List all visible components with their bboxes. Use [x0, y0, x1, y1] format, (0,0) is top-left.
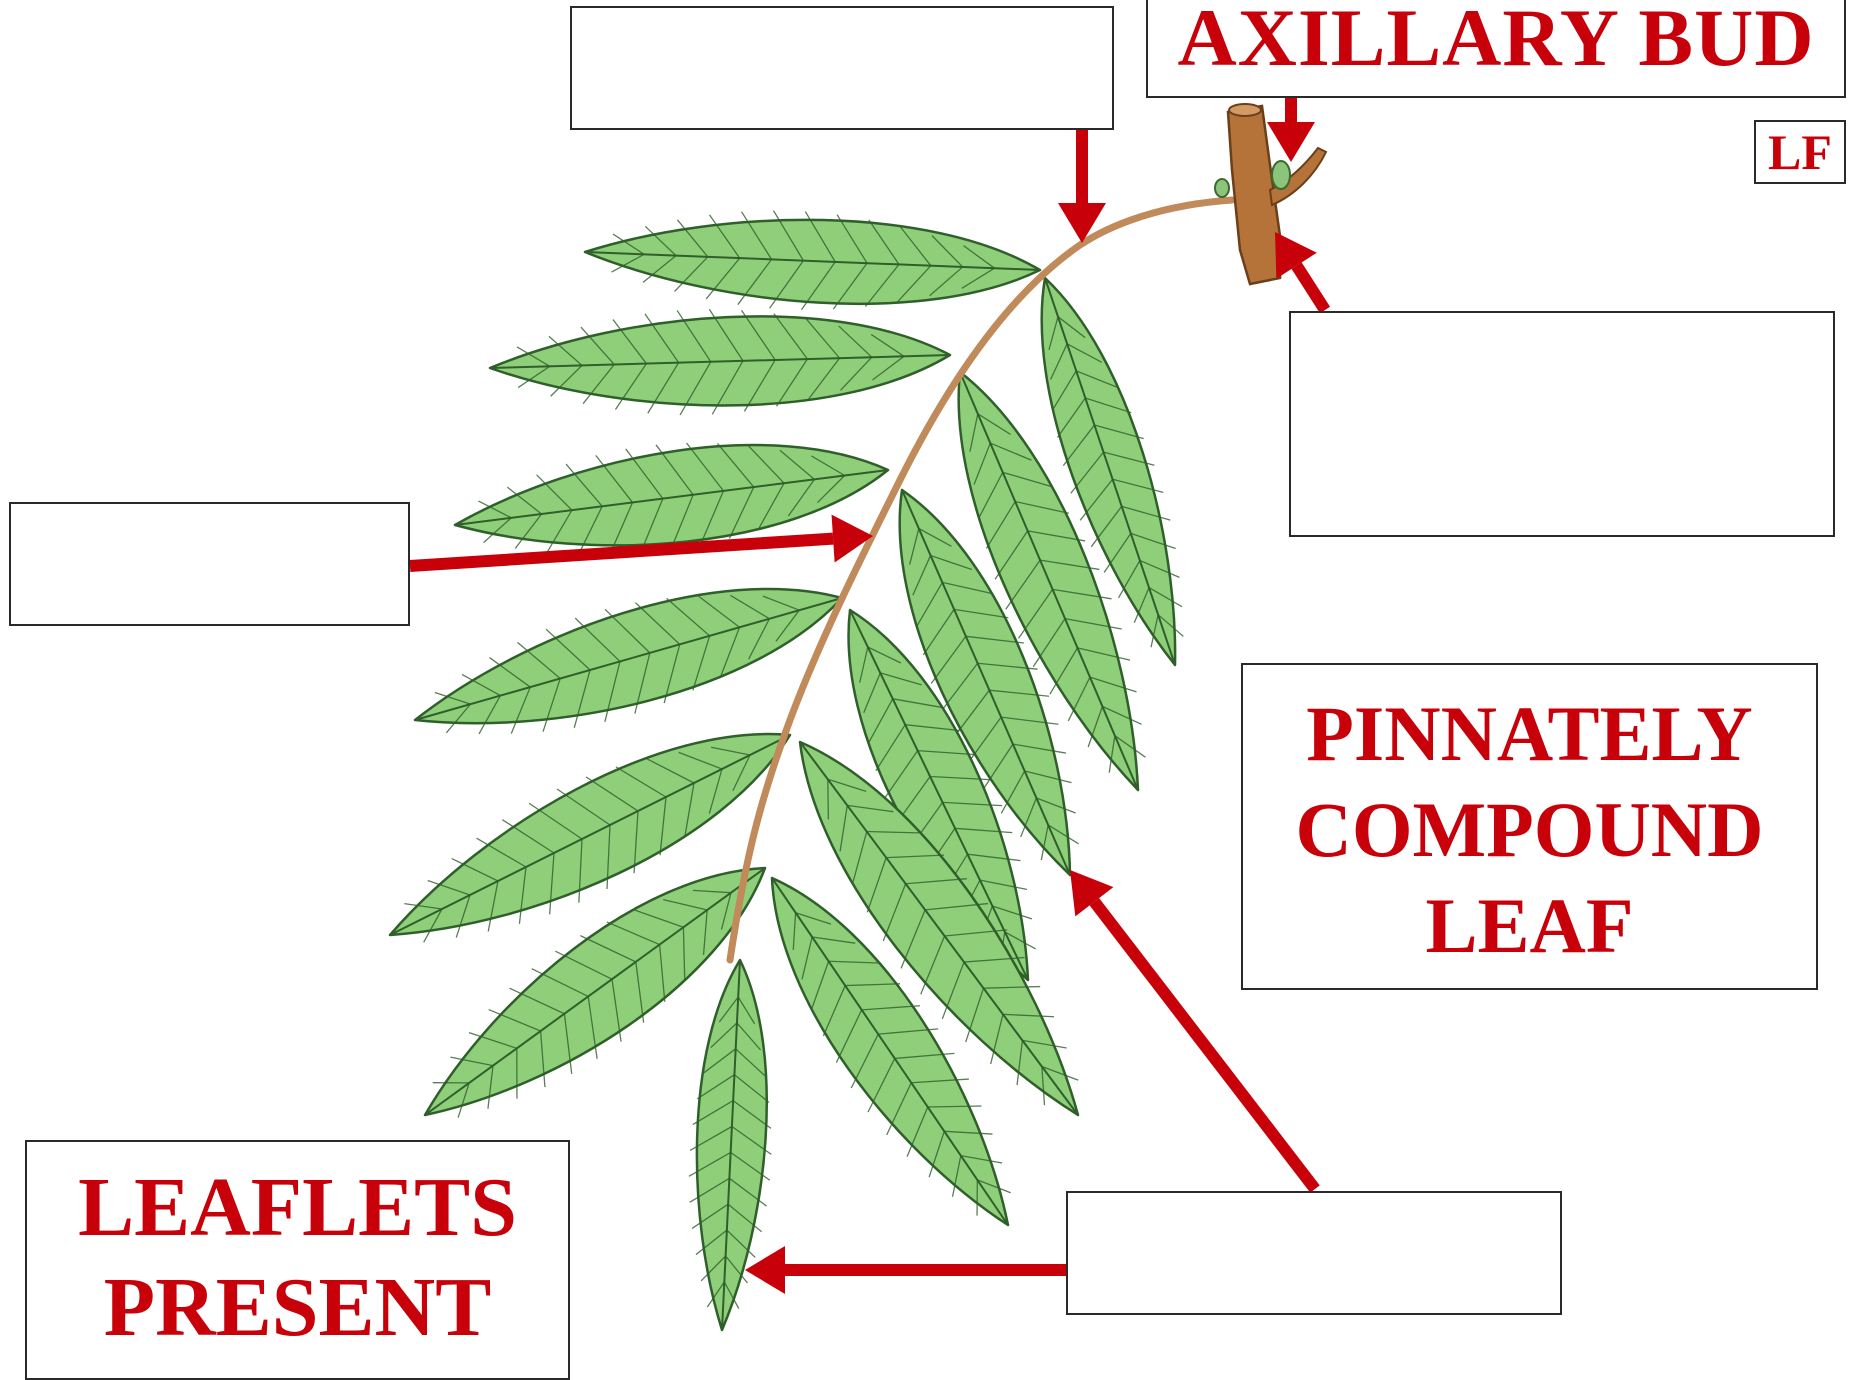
leaflets-line-2: PRESENT: [25, 1258, 570, 1358]
leaflet: [585, 211, 1040, 310]
arrow-axillary-bud: [1267, 98, 1315, 162]
answer-box-left[interactable]: [9, 502, 410, 626]
answer-box-right[interactable]: [1289, 311, 1835, 537]
pinnately-line-2: COMPOUND: [1241, 782, 1818, 878]
leaflets-present-label: LEAFLETS PRESENT: [25, 1158, 570, 1358]
axillary-bud: [1272, 161, 1290, 189]
pinnately-compound-label: PINNATELY COMPOUND LEAF: [1241, 686, 1818, 974]
leaflet: [490, 309, 950, 415]
lf-tag: LF: [1754, 125, 1846, 179]
twig-tip: [1229, 104, 1261, 116]
arrow-petiole: [1058, 130, 1106, 243]
arrow-rachis-head: [832, 515, 873, 563]
answer-box-top[interactable]: [570, 6, 1114, 130]
axillary-bud-label: AXILLARY BUD: [1146, 0, 1846, 83]
arrow-terminal-leaflet: [745, 1246, 1066, 1294]
pinnately-line-3: LEAF: [1241, 878, 1818, 974]
pinnately-line-1: PINNATELY: [1241, 686, 1818, 782]
leaflets-line-1: LEAFLETS: [25, 1158, 570, 1258]
leaflet-blade: [455, 445, 888, 545]
arrow-axillary-bud-head: [1267, 122, 1315, 162]
bud-small: [1215, 179, 1229, 197]
arrow-node: [1275, 232, 1325, 310]
arrow-node-shaft: [1297, 266, 1325, 310]
leaflet: [415, 589, 842, 734]
answer-box-bottom[interactable]: [1066, 1191, 1562, 1315]
leaflet-blade: [415, 589, 842, 723]
leaflet-vein: [828, 779, 829, 819]
